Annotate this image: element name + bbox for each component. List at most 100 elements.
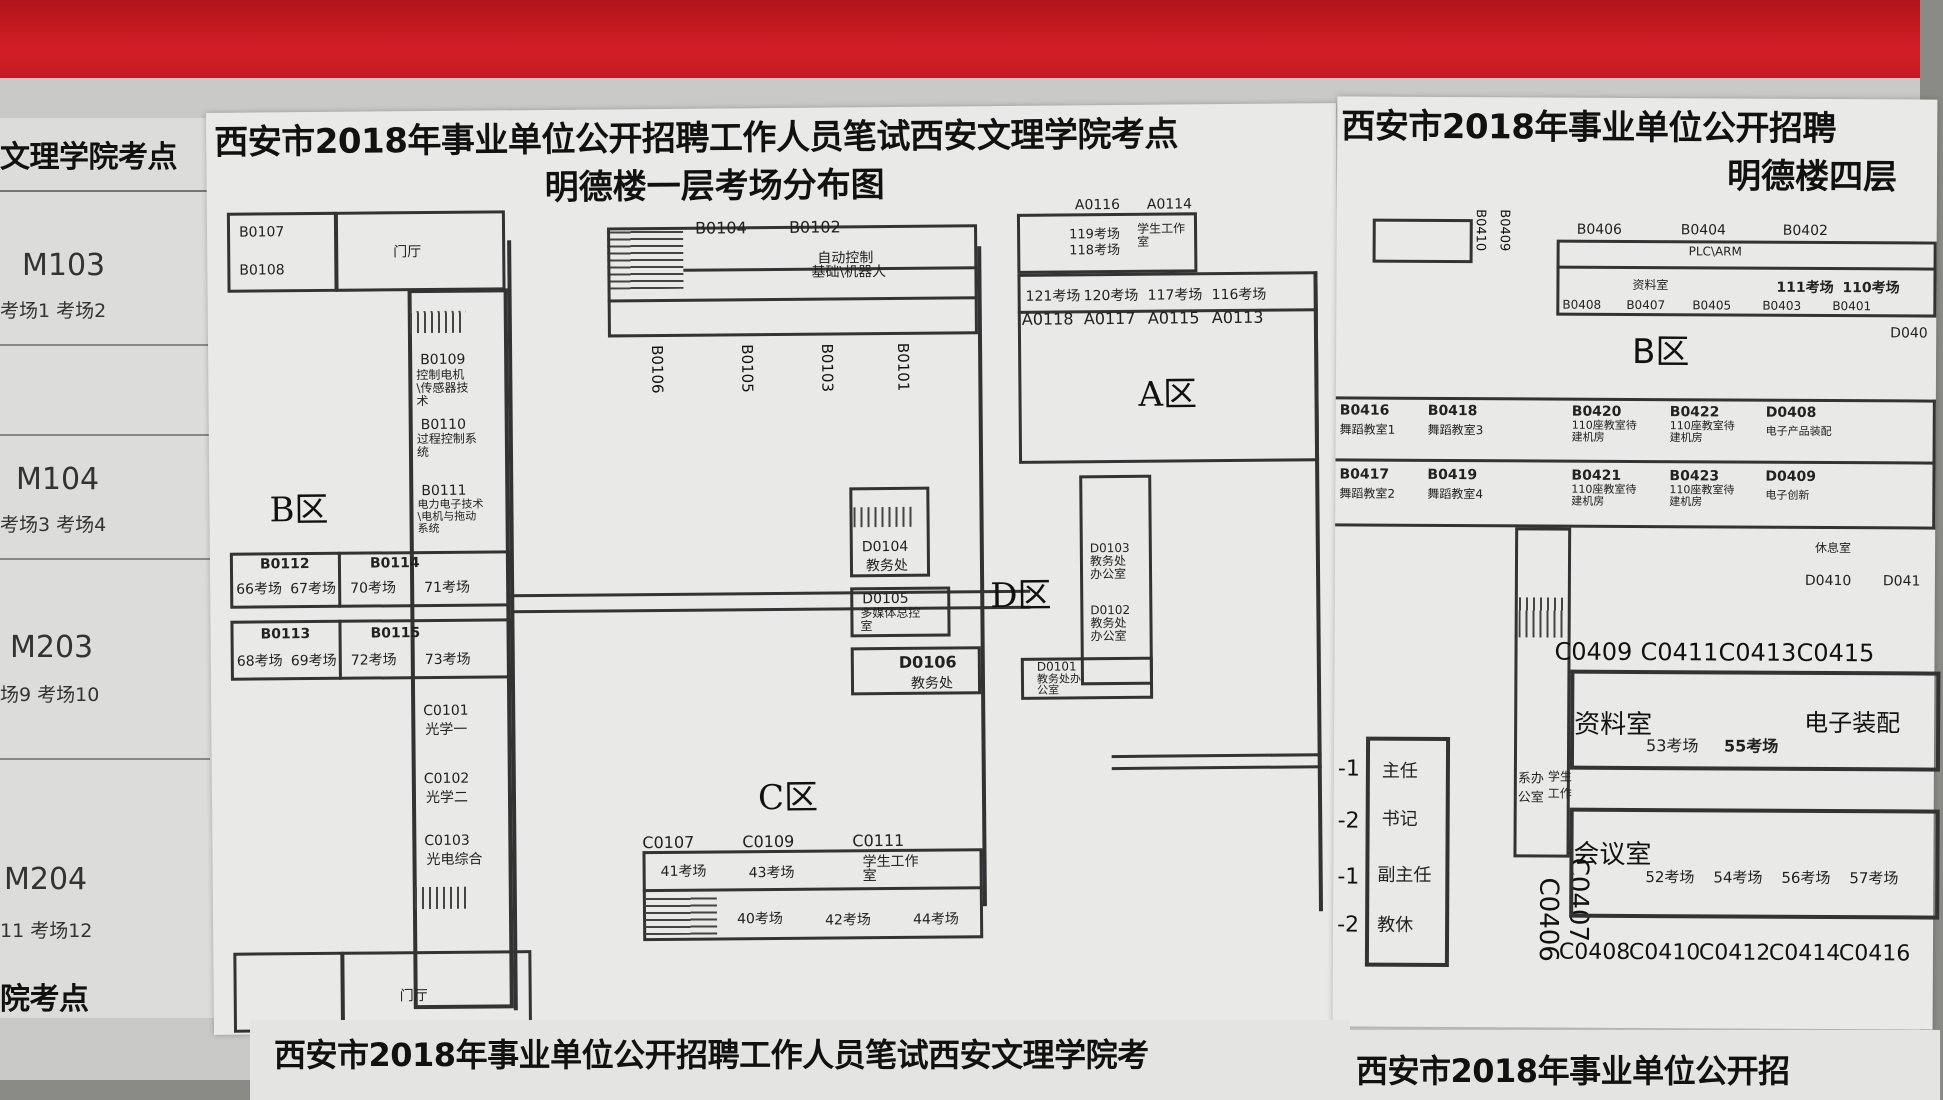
label-b0422: B0422	[1669, 404, 1720, 421]
right-subtitle: 明德楼四层	[1726, 156, 1898, 198]
label-b0418-desc: 舞蹈教室3	[1427, 422, 1484, 438]
label-minus-1-b: -1	[1337, 864, 1360, 890]
bottom-title-1: 西安市2018年事业单位公开招聘工作人员笔试西安文理学院考	[274, 1036, 1149, 1074]
label-c0413: C0413	[1718, 638, 1797, 667]
label-r71: 71考场	[424, 579, 471, 597]
right-stairs-top	[1372, 218, 1473, 264]
label-d0409-desc: 电子创新	[1765, 488, 1810, 502]
right-zone-b-label: B区	[1632, 331, 1690, 373]
label-b0405: B0405	[1692, 298, 1732, 313]
label-r111: 111考场	[1776, 279, 1834, 297]
label-b0109: B0109	[420, 351, 466, 369]
label-r117: 117考场	[1147, 287, 1203, 304]
label-b0104: B0104	[694, 218, 747, 238]
label-minus-2-a: -2	[1337, 808, 1360, 834]
label-b0407: B0407	[1626, 297, 1666, 313]
label-b0420: B0420	[1571, 403, 1622, 420]
label-b0421-desc: 110座教室待建机房	[1571, 482, 1637, 508]
label-b0423-desc: 110座教室待建机房	[1669, 483, 1735, 509]
label-minus-2-b: -2	[1337, 912, 1360, 938]
label-r69: 69考场	[290, 652, 337, 670]
label-b0103: B0103	[818, 343, 837, 393]
label-d0408: D0408	[1765, 404, 1817, 421]
red-banner	[0, 0, 1920, 80]
label-b0410: B0410	[1472, 209, 1488, 252]
left-title: 文理学院考点	[0, 140, 178, 175]
label-c-student-office: 学生工作室	[862, 853, 919, 885]
label-c0107: C0107	[642, 832, 695, 853]
label-electronic-assembly: 电子装配	[1804, 708, 1901, 738]
label-plc-arm: PLC\ARM	[1688, 244, 1742, 259]
right-title: 西安市2018年事业单位公开招聘	[1341, 106, 1837, 150]
label-r110: 110考场	[1842, 280, 1900, 297]
label-meeting-room: 会议室	[1573, 839, 1652, 871]
label-c0111: C0111	[852, 830, 905, 851]
label-b0421: B0421	[1571, 467, 1622, 484]
stairs-c	[644, 894, 718, 936]
label-b0408: B0408	[1562, 297, 1602, 312]
zone-a-label: A区	[1138, 374, 1198, 415]
label-b0102: B0102	[788, 217, 841, 237]
label-a-student-office: 学生工作室	[1136, 221, 1186, 249]
left-m204: M204	[4, 862, 88, 897]
zone-c-label: C区	[757, 777, 819, 819]
top-corridor-rooms	[607, 224, 978, 338]
label-d0102-desc: 教务处办公室	[1090, 615, 1127, 644]
label-b0404: B0404	[1680, 222, 1727, 239]
label-c0109: C0109	[742, 831, 795, 852]
label-r70: 70考场	[350, 580, 397, 597]
label-secretary: 书记	[1381, 808, 1418, 830]
label-b0114: B0114	[369, 555, 420, 572]
bottom-sheet-left: 西安市2018年事业单位公开招聘工作人员笔试西安文理学院考	[250, 1020, 1350, 1100]
label-a0116: A0116	[1074, 196, 1121, 214]
label-b0107: B0107	[238, 224, 285, 241]
label-b0105: B0105	[738, 344, 757, 393]
stairs-b-top	[409, 310, 466, 334]
label-r116: 116考场	[1211, 286, 1267, 304]
label-d0105-desc: 多媒体总控室	[860, 605, 921, 634]
label-teacher-rest: 教休	[1377, 914, 1414, 936]
label-director: 主任	[1381, 760, 1418, 782]
label-b0402: B0402	[1782, 222, 1829, 240]
right-center-column	[1513, 527, 1572, 858]
label-c0409: C0409	[1554, 637, 1633, 666]
label-r55: 55考场	[1723, 736, 1779, 756]
label-lobby-top: 门厅	[393, 244, 422, 261]
zone-d-label: D区	[990, 575, 1052, 617]
label-minus-1-a: -1	[1337, 756, 1360, 782]
label-c0411: C0411	[1640, 638, 1719, 667]
zone-b-label: B区	[269, 489, 329, 531]
label-r44: 44考场	[912, 911, 959, 928]
right-stairs-mid	[1518, 597, 1565, 638]
label-b0419-desc: 舞蹈教室4	[1427, 486, 1484, 502]
left-bottom-title: 院考点	[0, 982, 89, 1017]
left-m203-rooms: 场9 考场10	[0, 684, 100, 706]
bottom-title-2: 西安市2018年事业单位公开招	[1356, 1052, 1790, 1090]
main-title: 西安市2018年事业单位公开招聘工作人员笔试西安文理学院考点	[214, 114, 1179, 163]
label-c0103-desc: 光电综合	[426, 851, 483, 869]
label-d0104: D0104	[861, 538, 909, 556]
label-c0414: C0414	[1768, 940, 1841, 967]
label-a0117: A0117	[1083, 308, 1136, 329]
bottom-sheet-right: 西安市2018年事业单位公开招	[1320, 1030, 1940, 1100]
label-c0101-desc: 光学一	[425, 721, 468, 739]
label-a0114: A0114	[1146, 196, 1193, 213]
label-b0420-desc: 110座教室待建机房	[1571, 418, 1637, 444]
label-d0409: D0409	[1765, 468, 1817, 485]
label-r67: 67考场	[290, 580, 337, 598]
label-b0115: B0115	[370, 625, 421, 642]
label-c0412: C0412	[1698, 940, 1771, 966]
right-floor-plan-sheet: 西安市2018年事业单位公开招聘 明德楼四层 B0410 B0409 B0406…	[1332, 96, 1941, 1030]
label-student-work: 学生工作	[1547, 769, 1572, 801]
label-b0416: B0416	[1339, 402, 1390, 419]
label-dept-office: 系办公室	[1517, 771, 1544, 806]
label-r43: 43考场	[748, 864, 795, 882]
left-m103: M103	[22, 248, 106, 283]
label-b0110-desc: 过程控制系统	[416, 431, 477, 460]
stairs-d	[853, 506, 914, 528]
label-robot: 基础\机器人	[811, 264, 887, 281]
left-m103-rooms: 考场1 考场2	[0, 300, 107, 322]
label-r54: 54考场	[1713, 868, 1763, 887]
label-r121: 121考场	[1025, 288, 1081, 305]
label-b0403: B0403	[1762, 298, 1802, 313]
